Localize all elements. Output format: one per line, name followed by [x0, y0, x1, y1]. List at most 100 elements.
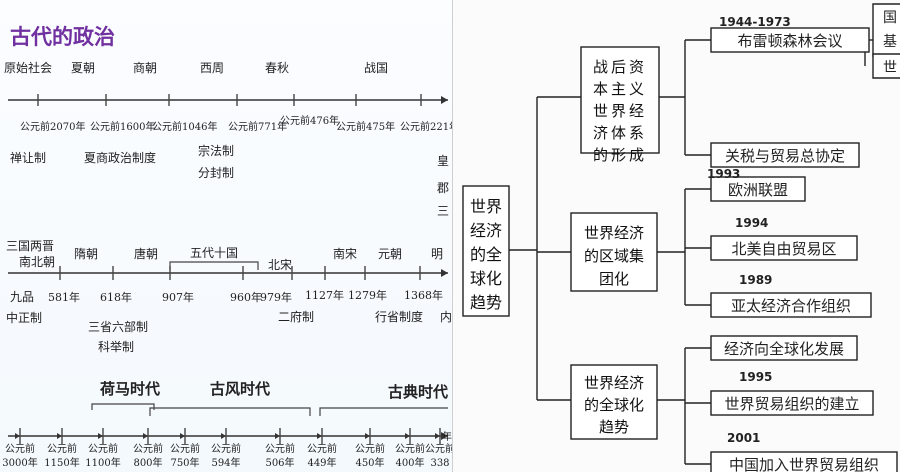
- tick-arrow: [317, 433, 322, 439]
- date-label: 1127年: [305, 288, 344, 302]
- date-label: 449年: [307, 456, 336, 469]
- branch-node-label: 世界经济的全球化趋势: [584, 374, 644, 436]
- timeline-axis-3-arrowhead: [441, 432, 448, 440]
- period-label: 隋朝: [74, 247, 98, 261]
- period-label: 商朝: [133, 60, 157, 75]
- leaf-node: [710, 451, 898, 472]
- leaf-node-label: 布雷顿森林会议: [737, 32, 842, 50]
- date-label: 1279年: [348, 288, 387, 302]
- date-label: 公元前1600年: [90, 120, 155, 133]
- period-label: 五代十国: [190, 246, 238, 260]
- date-prefix: 公元前: [395, 442, 425, 455]
- tick-arrow: [15, 433, 20, 439]
- system-label: 禅让制: [10, 151, 46, 165]
- tick-arrow: [365, 433, 370, 439]
- year-label: 1993: [707, 167, 740, 181]
- date-label: 750年: [170, 456, 199, 469]
- period-label: 唐朝: [134, 246, 158, 261]
- system-label: 三: [437, 204, 449, 218]
- root-node: [462, 185, 510, 317]
- era-bracket: [319, 407, 448, 416]
- date-label: 公元前475年: [336, 120, 395, 133]
- branch-node: [570, 364, 658, 440]
- system-label: 行省制度: [375, 309, 423, 324]
- date-label: 594年: [211, 456, 240, 469]
- system-label: 宗法制: [198, 143, 234, 158]
- period-bracket: [169, 261, 259, 270]
- tick-arrow: [98, 433, 103, 439]
- year-label: 1989: [739, 273, 772, 287]
- timeline-panel: 古代的政治 原始社会夏朝商朝西周春秋战国公元前2070年公元前1600年公元前1…: [0, 0, 452, 472]
- period-label: 三国两晋: [6, 239, 54, 253]
- leaf-node-label: 亚太经济合作组织: [731, 297, 851, 315]
- date-prefix: 公元前: [265, 442, 295, 455]
- date-prefix: 公元前: [425, 442, 452, 455]
- leaf-node-label: 中国加入世界贸易组织: [729, 456, 879, 472]
- date-prefix: 公元前: [47, 442, 77, 455]
- branch-node: [580, 46, 660, 154]
- leaf-node-label: 北美自由贸易区: [731, 240, 836, 258]
- system-label: 九品: [10, 290, 34, 304]
- date-label: 581年: [48, 290, 80, 304]
- era-label: 荷马时代: [100, 380, 160, 398]
- leaf-node: [710, 142, 860, 168]
- period-label: 南宋: [333, 246, 357, 261]
- timeline-axis-1-arrowhead: [441, 96, 448, 104]
- period-label: 夏朝: [71, 61, 95, 75]
- timeline-canvas: 古代的政治 原始社会夏朝商朝西周春秋战国公元前2070年公元前1600年公元前1…: [2, 25, 452, 469]
- system-label: 三省六部制: [88, 319, 148, 334]
- system-label: 内: [440, 310, 452, 324]
- leaf-node-label: 欧洲联盟: [728, 181, 788, 199]
- date-label: 960年: [230, 290, 262, 304]
- date-label: 公元前2070年: [20, 120, 85, 133]
- period-label: 北宋: [268, 257, 292, 272]
- system-label: 皇: [437, 154, 449, 168]
- period-label: 原始社会: [4, 60, 52, 75]
- date-label: 3000年: [2, 456, 37, 469]
- clipped-node-label: 世: [883, 60, 897, 76]
- concept-map-panel: 世界经济的全球化趋势战后资本主义世界经济体系的形成世界经济的区域集团化世界经济的…: [452, 0, 900, 472]
- concept-map-canvas: 世界经济的全球化趋势战后资本主义世界经济体系的形成世界经济的区域集团化世界经济的…: [462, 3, 900, 472]
- branch-node: [570, 212, 658, 292]
- tick-arrow: [221, 433, 226, 439]
- period-label: 春秋: [265, 61, 289, 75]
- date-label: 979年: [260, 290, 292, 304]
- date-prefix: 公元前: [88, 442, 118, 455]
- date-prefix: 公元前: [133, 442, 163, 455]
- system-label: 夏商政治制度: [84, 150, 156, 165]
- date-label: 公元前221年: [400, 120, 452, 133]
- leaf-node: [710, 27, 870, 53]
- date-label: 907年: [162, 290, 194, 304]
- page-title: 古代的政治: [10, 25, 115, 49]
- tick-arrow: [143, 433, 148, 439]
- branch-node-label: 战后资本主义世界经济体系的形成: [593, 58, 647, 164]
- era-bracket: [91, 403, 155, 410]
- date-label: 公元前771年: [228, 120, 287, 133]
- year-label: 1995: [739, 370, 772, 384]
- tick-arrow: [275, 433, 280, 439]
- tick-arrow: [435, 433, 440, 439]
- date-label: 1150年: [44, 456, 79, 469]
- date-prefix: 公元前: [211, 442, 241, 455]
- clipped-node-label: 国: [883, 10, 897, 26]
- timeline-axis-2-arrowhead: [441, 269, 448, 277]
- tick-arrow: [57, 433, 62, 439]
- year-label: 1944-1973: [719, 15, 791, 29]
- root-node-label: 世界经济的全球化趋势: [470, 197, 502, 312]
- tree-nodes: 世界经济的全球化趋势战后资本主义世界经济体系的形成世界经济的区域集团化世界经济的…: [462, 3, 900, 472]
- date-label: 400年: [395, 456, 424, 469]
- system-label: 分封制: [198, 166, 234, 180]
- date-prefix: 公元前: [355, 442, 385, 455]
- system-label: 二府制: [278, 309, 314, 324]
- leaf-node: [710, 235, 858, 261]
- clipped-node: [872, 53, 900, 79]
- leaf-node-label: 世界贸易组织的建立: [724, 395, 859, 413]
- date-label: 506年: [265, 456, 294, 469]
- system-label: 中正制: [6, 310, 42, 325]
- system-label: 科举制: [98, 340, 134, 354]
- date-label: 公元前476年: [280, 114, 339, 127]
- period-label: 战国: [364, 61, 388, 75]
- period-label: 明: [431, 247, 443, 261]
- year-label: 2001: [727, 431, 760, 445]
